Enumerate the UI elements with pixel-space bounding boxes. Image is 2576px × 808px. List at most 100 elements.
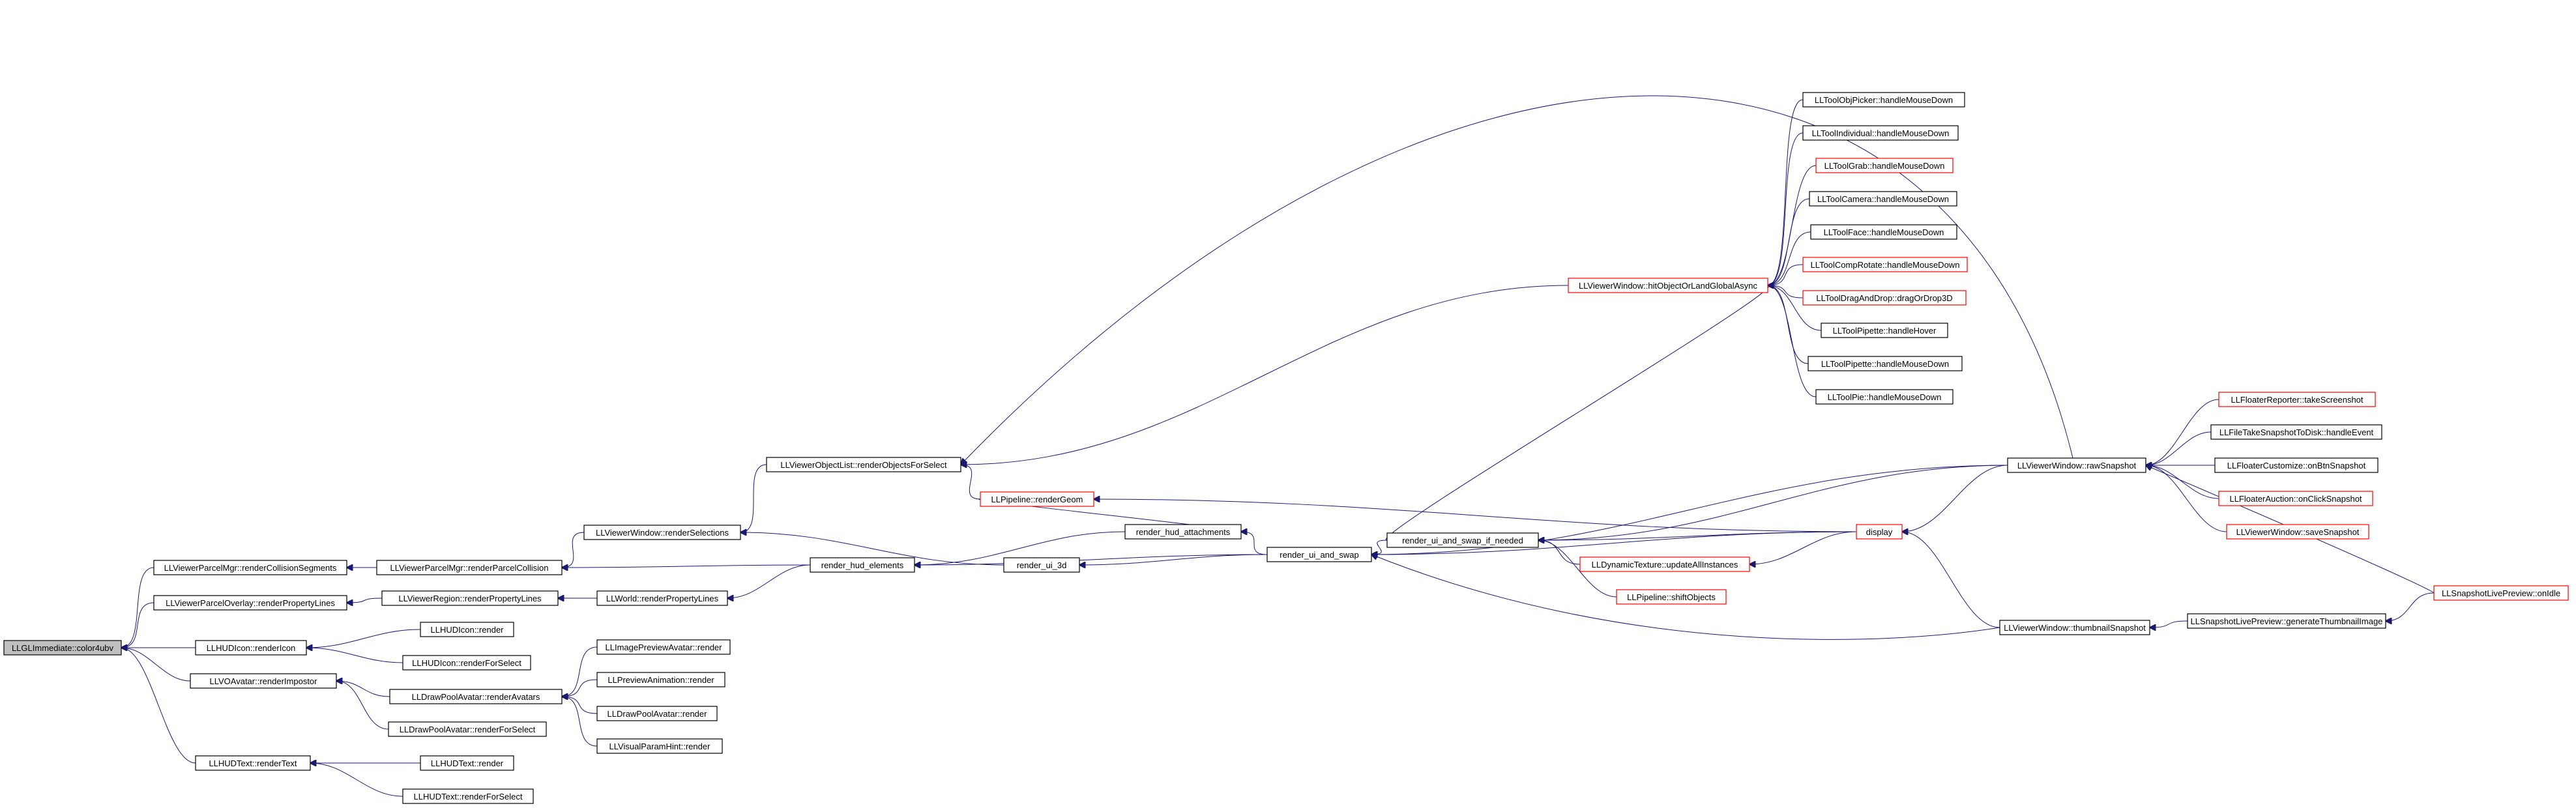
graph-node[interactable]: LLViewerRegion::renderPropertyLines bbox=[381, 590, 559, 606]
call-edge bbox=[121, 648, 196, 764]
graph-node[interactable]: render_hud_attachments bbox=[1124, 524, 1242, 540]
call-edge bbox=[2386, 592, 2435, 621]
graph-node[interactable]: LLDrawPoolAvatar::renderAvatars bbox=[389, 689, 563, 704]
node-label: LLViewerWindow::renderSelections bbox=[596, 528, 729, 538]
node-box bbox=[583, 525, 741, 540]
graph-node[interactable]: LLHUDText::renderForSelect bbox=[402, 788, 534, 804]
graph-node[interactable]: LLHUDIcon::renderForSelect bbox=[402, 655, 531, 671]
graph-node[interactable]: LLFloaterCustomize::onBtnSnapshot bbox=[2214, 457, 2378, 473]
call-edge bbox=[1768, 99, 1804, 285]
node-box bbox=[1856, 524, 1903, 540]
graph-node[interactable]: LLSnapshotLivePreview::onIdle bbox=[2433, 585, 2569, 601]
graph-node[interactable]: LLDynamicTexture::updateAllInstances bbox=[1579, 556, 1750, 572]
graph-node[interactable]: render_ui_and_swap bbox=[1266, 547, 1372, 562]
graph-node[interactable]: LLGLImmediate::color4ubv bbox=[3, 640, 122, 656]
node-label: LLViewerParcelMgr::renderCollisionSegmen… bbox=[164, 563, 337, 573]
graph-node[interactable]: display bbox=[1856, 524, 1903, 540]
graph-node[interactable]: LLFloaterReporter::takeScreenshot bbox=[2218, 392, 2376, 407]
graph-node[interactable]: LLViewerObjectList::renderObjectsForSele… bbox=[766, 457, 961, 472]
node-box bbox=[2214, 457, 2378, 473]
node-label: LLSnapshotLivePreview::onIdle bbox=[2442, 588, 2560, 598]
node-label: LLViewerParcelMgr::renderParcelCollision bbox=[390, 563, 548, 573]
graph-node[interactable]: LLToolPie::handleMouseDown bbox=[1815, 389, 1954, 405]
node-label: LLToolObjPicker::handleMouseDown bbox=[1815, 95, 1953, 105]
graph-node[interactable]: LLVisualParamHint::render bbox=[596, 738, 723, 754]
call-edge bbox=[347, 598, 383, 603]
graph-node[interactable]: LLToolGrab::handleMouseDown bbox=[1815, 158, 1954, 173]
node-label: LLDynamicTexture::updateAllInstances bbox=[1592, 560, 1738, 570]
graph-node[interactable]: LLViewerWindow::thumbnailSnapshot bbox=[1999, 620, 2150, 635]
graph-node[interactable]: LLSnapshotLivePreview::generateThumbnail… bbox=[2187, 613, 2386, 629]
graph-node[interactable]: LLViewerWindow::renderSelections bbox=[583, 525, 741, 540]
graph-node[interactable]: LLFileTakeSnapshotToDisk::handleEvent bbox=[2210, 424, 2382, 440]
graph-node[interactable]: LLViewerParcelMgr::renderParcelCollision bbox=[376, 560, 563, 575]
call-edge bbox=[562, 565, 811, 568]
graph-node[interactable]: LLWorld::renderPropertyLines bbox=[596, 590, 728, 606]
graph-node[interactable]: LLViewerParcelMgr::renderCollisionSegmen… bbox=[153, 560, 347, 575]
graph-node[interactable]: LLHUDText::render bbox=[420, 755, 514, 771]
graph-node[interactable]: render_ui_3d bbox=[1003, 557, 1080, 573]
node-box bbox=[1386, 532, 1539, 548]
graph-node[interactable]: LLHUDIcon::renderIcon bbox=[195, 640, 307, 656]
graph-node[interactable]: LLToolObjPicker::handleMouseDown bbox=[1802, 92, 1965, 108]
node-box bbox=[596, 590, 728, 606]
graph-node[interactable]: LLToolPipette::handleMouseDown bbox=[1808, 356, 1963, 371]
call-edge bbox=[1538, 540, 1617, 598]
graph-node[interactable]: LLViewerWindow::rawSnapshot bbox=[2007, 457, 2146, 473]
graph-node[interactable]: LLViewerWindow::saveSnapshot bbox=[2226, 524, 2369, 540]
node-box bbox=[1802, 257, 1968, 272]
graph-node[interactable]: LLPipeline::renderGeom bbox=[980, 491, 1094, 507]
graph-node[interactable]: LLPipeline::shiftObjects bbox=[1616, 589, 1727, 605]
graph-node[interactable]: LLDrawPoolAvatar::render bbox=[596, 706, 718, 721]
call-edge bbox=[306, 648, 403, 663]
call-edge bbox=[1768, 285, 1804, 298]
call-edge bbox=[1768, 198, 1810, 285]
graph-node[interactable]: LLHUDIcon::render bbox=[420, 622, 514, 637]
node-label: LLToolPipette::handleHover bbox=[1833, 326, 1937, 336]
graph-node[interactable]: LLToolCamera::handleMouseDown bbox=[1809, 191, 1957, 207]
node-label: LLVisualParamHint::render bbox=[609, 742, 711, 751]
graph-node[interactable]: LLHUDText::renderText bbox=[195, 755, 311, 771]
node-box bbox=[1124, 524, 1242, 540]
call-edge bbox=[1538, 540, 1581, 565]
graph-node[interactable]: LLViewerParcelOverlay::renderPropertyLin… bbox=[153, 595, 347, 611]
node-label: LLViewerObjectList::renderObjectsForSele… bbox=[780, 460, 947, 470]
graph-node[interactable]: LLToolIndividual::handleMouseDown bbox=[1802, 125, 1959, 141]
graph-node[interactable]: LLToolCompRotate::handleMouseDown bbox=[1802, 257, 1968, 272]
graph-node[interactable]: LLImagePreviewAvatar::render bbox=[596, 639, 731, 655]
call-edge bbox=[1768, 285, 1817, 397]
node-label: LLHUDText::render bbox=[431, 758, 504, 768]
call-edge bbox=[1371, 465, 2008, 555]
graph-node[interactable]: LLDrawPoolAvatar::renderForSelect bbox=[388, 721, 547, 737]
call-edge bbox=[1385, 285, 1768, 541]
call-edge bbox=[915, 531, 1126, 565]
graph-node[interactable]: LLFloaterAuction::onClickSnapshot bbox=[2218, 491, 2373, 506]
node-box bbox=[810, 557, 915, 573]
graph-node[interactable]: LLViewerWindow::hitObjectOrLandGlobalAsy… bbox=[1568, 278, 1768, 293]
graph-node[interactable]: render_ui_and_swap_if_needed bbox=[1386, 532, 1539, 548]
graph-node[interactable]: render_hud_elements bbox=[810, 557, 915, 573]
call-edge bbox=[562, 646, 598, 697]
node-box bbox=[1809, 191, 1957, 207]
node-label: LLHUDIcon::render bbox=[431, 625, 505, 635]
graph-node[interactable]: LLToolFace::handleMouseDown bbox=[1810, 224, 1957, 240]
node-box bbox=[3, 640, 122, 656]
call-edge bbox=[121, 567, 154, 648]
graph-node[interactable]: LLVOAvatar::renderImpostor bbox=[190, 673, 337, 689]
node-label: LLToolCamera::handleMouseDown bbox=[1817, 194, 1949, 204]
node-box bbox=[1999, 620, 2150, 635]
node-box bbox=[1579, 556, 1750, 572]
node-box bbox=[1266, 547, 1372, 562]
node-label: render_ui_3d bbox=[1017, 560, 1067, 570]
node-label: LLViewerWindow::hitObjectOrLandGlobalAsy… bbox=[1579, 281, 1758, 291]
node-label: LLViewerParcelOverlay::renderPropertyLin… bbox=[166, 598, 335, 608]
graph-node[interactable]: LLToolDragAndDrop::dragOrDrop3D bbox=[1802, 290, 1967, 306]
graph-node[interactable]: LLPreviewAnimation::render bbox=[596, 672, 725, 687]
graph-node[interactable]: LLToolPipette::handleHover bbox=[1821, 323, 1948, 338]
call-edge bbox=[1094, 499, 1857, 532]
node-label: LLToolFace::handleMouseDown bbox=[1824, 227, 1944, 237]
node-label: LLViewerWindow::saveSnapshot bbox=[2236, 527, 2360, 537]
call-edge bbox=[961, 95, 2073, 465]
node-box bbox=[596, 706, 718, 721]
node-box bbox=[381, 590, 559, 606]
